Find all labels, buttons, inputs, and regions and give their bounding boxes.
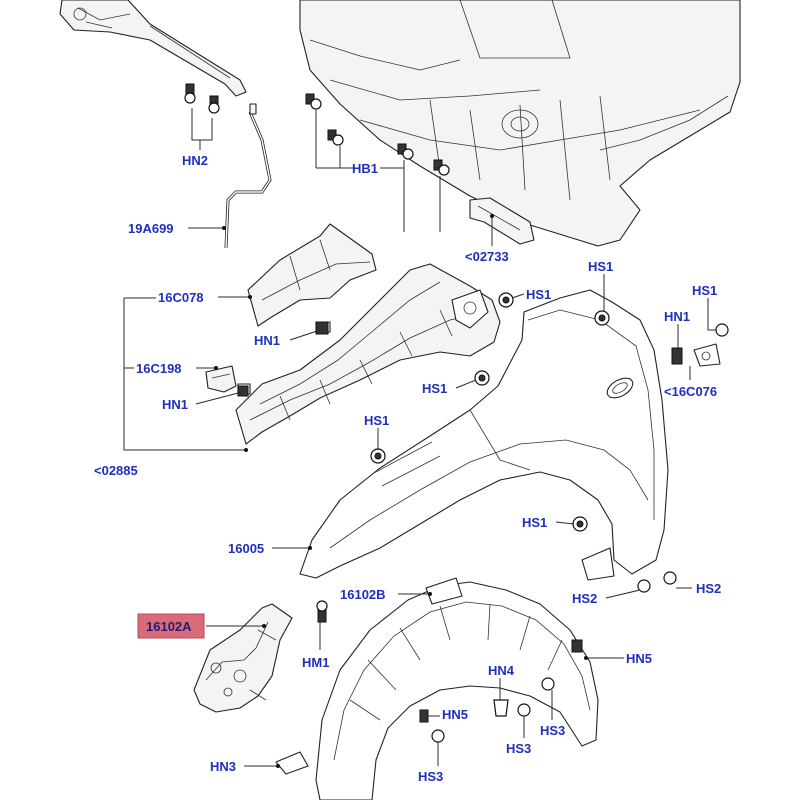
leader-lines <box>123 108 716 767</box>
dash-panel <box>299 0 741 247</box>
bracket-02733 <box>469 197 535 245</box>
fastener-hs1-lower <box>370 448 386 464</box>
callout-02885: <02885 <box>94 463 138 478</box>
fastener-hb1-c <box>397 143 414 160</box>
fastener-hs1-upper <box>498 292 514 308</box>
front-fender-16005 <box>299 289 669 581</box>
clip-hn3 <box>275 751 309 775</box>
rail-bracket-16c078 <box>247 223 377 333</box>
fastener-hn2-a <box>184 83 196 104</box>
callout-hs3-c: HS3 <box>418 769 443 784</box>
bracket-16c076 <box>693 343 721 367</box>
fastener-hs2-b <box>663 571 677 585</box>
callout-hn4: HN4 <box>488 663 515 678</box>
callout-hs2-b: HS2 <box>696 581 721 596</box>
callout-hs1-right: HS1 <box>692 283 717 298</box>
callout-hn1-a: HN1 <box>254 333 280 348</box>
callout-16102a-highlight[interactable]: 16102A <box>137 613 205 639</box>
callout-16c078: 16C078 <box>158 290 204 305</box>
callout-hn5-a: HN5 <box>626 651 652 666</box>
fastener-hs3-b <box>517 703 531 717</box>
callout-hs3-b: HS3 <box>506 741 531 756</box>
callout-16102a: 16102A <box>146 619 192 634</box>
fastener-hn2-b <box>208 95 220 114</box>
fastener-hb1-b <box>327 129 344 146</box>
fastener-hs2-a <box>637 579 651 593</box>
callout-hn1-right: HN1 <box>664 309 690 324</box>
bracket-16c198 <box>205 365 251 395</box>
prop-rod-19a699 <box>224 103 272 249</box>
callout-hn2: HN2 <box>182 153 208 168</box>
fastener-hn5-b <box>419 709 429 723</box>
callout-16102b: 16102B <box>340 587 386 602</box>
wheel-arch-liner-16102b <box>315 577 599 800</box>
callout-02733: <02733 <box>465 249 509 264</box>
callout-hn5-b: HN5 <box>442 707 468 722</box>
fastener-hn4 <box>493 699 509 717</box>
upper-brace-bracket <box>59 0 247 97</box>
fender-apron-rail <box>235 263 501 445</box>
callout-hs2-a: HS2 <box>572 591 597 606</box>
callout-16c076: <16C076 <box>664 384 717 399</box>
fastener-hb1-d <box>433 159 450 176</box>
callout-hs1-lower: HS1 <box>364 413 389 428</box>
fastener-hm1 <box>316 600 328 623</box>
callout-hm1: HM1 <box>302 655 329 670</box>
highlight-box <box>137 613 205 639</box>
callout-19a699: 19A699 <box>128 221 174 236</box>
callout-hs1-fender-top: HS1 <box>588 259 613 274</box>
callout-hs3-a: HS3 <box>540 723 565 738</box>
fastener-hs3-a <box>541 677 555 691</box>
bracket-16102a <box>193 603 293 713</box>
callout-hn3: HN3 <box>210 759 236 774</box>
fastener-hn1-c <box>237 385 249 397</box>
fastener-hs1-right <box>715 323 729 337</box>
leader-dots <box>214 214 588 768</box>
fastener-hn1-a <box>315 321 329 335</box>
callout-hb1: HB1 <box>352 161 378 176</box>
fastener-hn1-right <box>671 347 683 365</box>
fastener-hn5-a <box>571 639 583 653</box>
callout-hs1-arch: HS1 <box>522 515 547 530</box>
callout-hs1-upper: HS1 <box>526 287 551 302</box>
callout-hs1-mid: HS1 <box>422 381 447 396</box>
fastener-hs1-arch <box>572 516 588 532</box>
callout-16c198: 16C198 <box>136 361 182 376</box>
fastener-hs1-fender-top <box>594 310 610 326</box>
fastener-hb1-a <box>305 93 322 110</box>
callout-hn1-c: HN1 <box>162 397 188 412</box>
fastener-hs1-mid <box>474 370 490 386</box>
callout-16005: 16005 <box>228 541 264 556</box>
fastener-hs3-c <box>431 729 445 743</box>
